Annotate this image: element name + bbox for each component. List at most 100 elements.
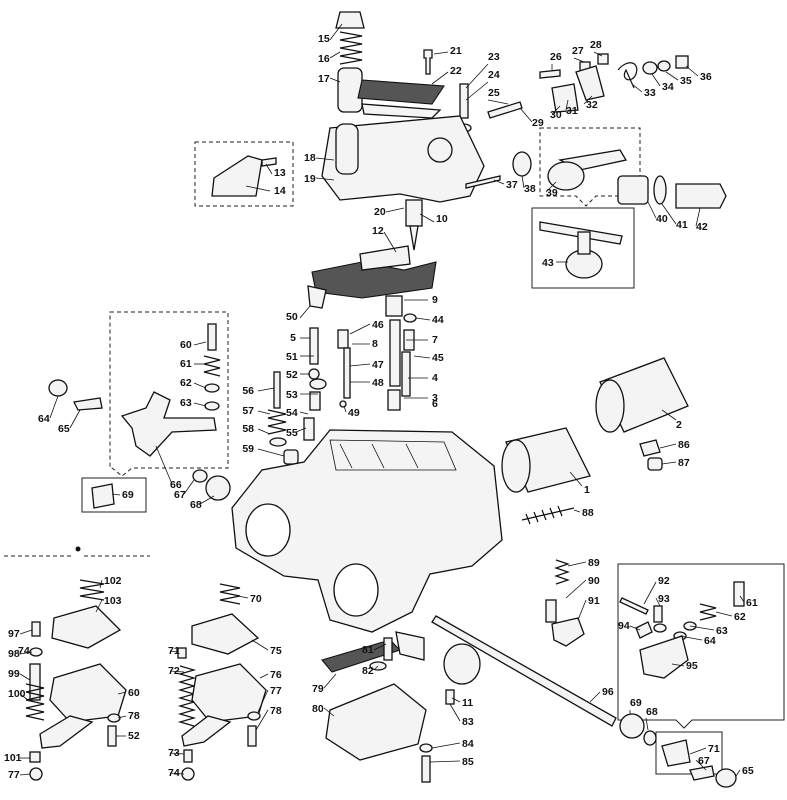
- callout-73-number: 73: [168, 747, 180, 759]
- callout-78-leader: [255, 709, 269, 731]
- callout-50-number: 50: [286, 311, 298, 323]
- bore-left: [245, 503, 291, 557]
- callout-75-leader: [251, 639, 269, 651]
- callout-32-leader: [583, 95, 593, 105]
- callout-43-number: 43: [542, 257, 554, 269]
- callout-68-number: 68: [190, 499, 202, 511]
- bearing-part: [205, 475, 231, 501]
- callout-79-number: 79: [312, 683, 324, 695]
- spring-part: [339, 31, 363, 65]
- tube-part: [337, 67, 363, 113]
- callout-63-number: 63: [180, 397, 192, 409]
- callout-44-number: 44: [432, 314, 444, 326]
- screw-part: [539, 69, 561, 79]
- callout-91-leader: [577, 599, 587, 621]
- spring-part: [25, 683, 45, 721]
- screw-part: [207, 323, 217, 351]
- cover-boss-part: [427, 137, 453, 163]
- diaphragm-part: [191, 613, 260, 655]
- callout-71-number: 71: [168, 645, 180, 657]
- callout-99-number: 99: [8, 668, 20, 680]
- washer-part: [204, 383, 220, 393]
- callout-100-number: 100: [8, 688, 26, 700]
- callout-103-leader: [95, 599, 103, 613]
- callout-62-leader: [193, 382, 207, 389]
- callout-83-leader: [449, 703, 461, 722]
- body-top-face: [329, 439, 457, 471]
- bearing-part: [619, 713, 645, 739]
- callout-64-2-leader: [679, 635, 703, 641]
- callout-18-number: 18: [304, 152, 316, 164]
- callout-94-number: 94: [618, 620, 630, 632]
- callout-58-number: 58: [242, 423, 254, 435]
- callout-67-number: 67: [174, 489, 186, 501]
- spring-part: [79, 579, 105, 601]
- callout-94-leader: [629, 625, 641, 631]
- bracket-box: [194, 141, 294, 207]
- callout-47-leader: [349, 363, 371, 367]
- callout-90-number: 90: [588, 575, 600, 587]
- callout-82-leader: [373, 665, 379, 671]
- callout-25-number: 25: [488, 87, 500, 99]
- callout-84-leader: [431, 742, 461, 749]
- ball-part: [339, 400, 347, 408]
- throttle-spindle-part: [431, 615, 617, 727]
- washer-part: [419, 743, 433, 753]
- washer-part: [107, 713, 121, 723]
- callout-45-leader: [413, 355, 431, 359]
- washer-part: [653, 623, 667, 633]
- callout-66-number: 66: [170, 479, 182, 491]
- callout-37-leader: [493, 179, 505, 185]
- spring-part: [267, 409, 287, 435]
- callout-16-number: 16: [318, 53, 330, 65]
- callout-56-number: 56: [242, 385, 254, 397]
- callout-4-number: 4: [432, 372, 438, 384]
- callout-74-number: 74: [168, 767, 180, 779]
- callout-63-2-leader: [689, 625, 715, 631]
- callout-77-leader: [257, 689, 269, 713]
- callout-54-leader: [299, 411, 309, 415]
- callout-12-leader: [383, 231, 397, 253]
- callout-61-2-leader: [739, 595, 745, 603]
- callout-97-leader: [19, 629, 33, 635]
- callout-76-number: 76: [270, 669, 282, 681]
- callout-92-number: 92: [658, 575, 670, 587]
- callout-20-number: 20: [374, 206, 386, 218]
- callout-38-number: 38: [524, 183, 536, 195]
- jet-part: [309, 391, 321, 411]
- callout-5-number: 5: [290, 332, 296, 344]
- pin-part: [545, 599, 557, 623]
- callout-101-number: 101: [4, 752, 22, 764]
- callout-14-number: 14: [274, 185, 286, 197]
- callout-76-leader: [259, 673, 269, 679]
- callout-70-number: 70: [250, 593, 262, 605]
- banjo-box: [539, 127, 641, 207]
- callout-71-2-number: 71: [708, 743, 720, 755]
- callout-68-2-leader: [645, 717, 649, 731]
- callout-41-number: 41: [676, 219, 688, 231]
- washer-part: [403, 313, 417, 323]
- callout-45-number: 45: [432, 352, 444, 364]
- callout-22-leader: [431, 71, 449, 85]
- callout-67-leader: [183, 479, 195, 495]
- callout-93-leader: [655, 597, 661, 607]
- jet-part: [337, 329, 349, 349]
- nut-part: [675, 55, 689, 69]
- callout-1-number: 1: [584, 484, 590, 496]
- jet-part: [31, 621, 41, 637]
- washer-part: [269, 437, 287, 447]
- callout-77-2-number: 77: [8, 769, 20, 781]
- callout-86-number: 86: [678, 439, 690, 451]
- throttle-disc-part: [443, 643, 481, 685]
- callout-28-number: 28: [590, 39, 602, 51]
- cover-turret-part: [335, 123, 359, 175]
- callout-55-number: 55: [286, 427, 298, 439]
- callout-3-number: 3: [432, 392, 438, 404]
- callout-60-2-number: 60: [128, 687, 140, 699]
- gasket-part: [361, 103, 442, 119]
- screw-part: [459, 83, 469, 119]
- washer-part: [642, 61, 658, 75]
- callout-77-2-leader: [19, 773, 31, 776]
- callout-78-2-number: 78: [128, 710, 140, 722]
- rod-part: [465, 175, 501, 189]
